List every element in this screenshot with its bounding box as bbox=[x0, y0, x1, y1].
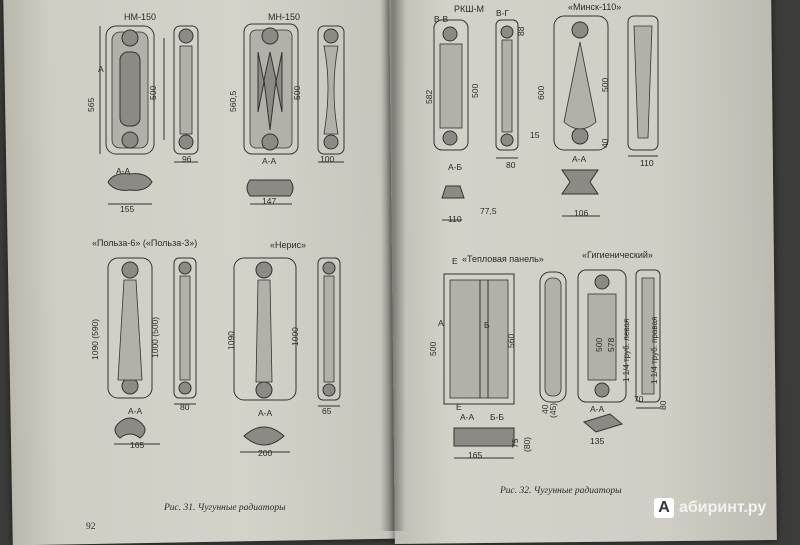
dim-height: 600 bbox=[536, 85, 546, 100]
radiator-neris-drawing bbox=[233, 257, 341, 453]
dim-top: 88 bbox=[516, 26, 526, 36]
pipe-label-right: 1 1/4 труб. правая bbox=[650, 316, 659, 384]
radiator-title: «Гигиенический» bbox=[582, 250, 653, 260]
dim-inner: 1000 bbox=[290, 327, 300, 346]
radiator-title: РКШ-М bbox=[454, 4, 484, 14]
dim-height: 500 bbox=[428, 341, 438, 356]
cut-label: Б bbox=[484, 320, 490, 330]
dim-width: 80 bbox=[506, 160, 516, 170]
cut-label: 15 bbox=[530, 130, 540, 140]
radiator-rksh-drawing bbox=[433, 19, 519, 221]
figure-caption: Рис. 31. Чугунные радиаторы bbox=[164, 503, 286, 513]
dim-inner: 560 bbox=[506, 333, 516, 348]
dim-lower: 40 bbox=[600, 138, 610, 148]
radiator-title: НМ-150 bbox=[124, 12, 157, 22]
cut-label: А-А bbox=[460, 412, 475, 422]
dim-inner: 578 bbox=[606, 337, 616, 352]
labirint-watermark: А абиринт.ру bbox=[654, 496, 790, 520]
dim-b-cut: 75 bbox=[510, 438, 520, 448]
dim-extra: 80 bbox=[658, 400, 668, 410]
radiator-panel-drawing bbox=[443, 273, 515, 459]
radiator-title: «Тепловая панель» bbox=[462, 254, 544, 264]
cut-label: Б-Б bbox=[490, 412, 504, 422]
radiator-polza-drawing bbox=[107, 257, 197, 445]
radiator-title: «Минск-110» bbox=[568, 2, 622, 12]
dim-base: 147 bbox=[262, 196, 277, 206]
dim-height: 1090 (590) bbox=[90, 318, 100, 360]
dim-height: 582 bbox=[424, 89, 434, 104]
figure-caption: Рис. 32. Чугунные радиаторы bbox=[500, 486, 622, 496]
dim-base: 165 bbox=[130, 440, 145, 450]
dim-height: 565 bbox=[86, 97, 96, 112]
dim-width: 80 bbox=[180, 402, 190, 412]
page-number: 92 bbox=[86, 522, 96, 532]
cut-label: А-А bbox=[572, 154, 587, 164]
radiator-title: «Польза-6» («Польза-3») bbox=[92, 238, 198, 248]
dim-b-cut2: (80) bbox=[522, 436, 532, 452]
dim-base: 155 bbox=[120, 204, 135, 214]
cut-label: В-В bbox=[434, 14, 449, 24]
dim-width: 100 bbox=[320, 154, 335, 164]
cut-label: Е bbox=[452, 256, 458, 266]
dim-inner: 1000 (500) bbox=[150, 316, 160, 358]
cut-label: А-А bbox=[116, 166, 131, 176]
dim-width: 96 bbox=[182, 154, 192, 164]
dim-base: 135 bbox=[590, 436, 605, 446]
radiator-gigien-drawing bbox=[539, 269, 661, 433]
dim-inner: 500 bbox=[600, 77, 610, 92]
book-gutter bbox=[380, 0, 406, 531]
radiator-title: МН-150 bbox=[268, 12, 301, 22]
cut-label: Е bbox=[456, 402, 462, 412]
dim-base: 165 bbox=[468, 450, 483, 460]
cut-label: В-Г bbox=[496, 8, 510, 18]
labirint-logo-icon: А bbox=[654, 498, 674, 518]
dim-width: 70 bbox=[634, 394, 644, 404]
dim-inner: 500 bbox=[292, 85, 302, 100]
dim-height: 560,5 bbox=[228, 90, 238, 112]
dim-height: 500 bbox=[594, 337, 604, 352]
radiator-nm150-drawing bbox=[99, 25, 199, 205]
dim-width: 110 bbox=[640, 158, 654, 168]
pipe-label-left: 1 1/4 труб. левая bbox=[622, 318, 631, 382]
radiator-mn150-drawing bbox=[243, 23, 345, 205]
dim-height: 1090 bbox=[226, 331, 236, 350]
dim-side: 77,5 bbox=[480, 206, 497, 216]
dim-base: 110 bbox=[448, 214, 462, 224]
cut-label: А-Б bbox=[448, 162, 463, 172]
radiator-title: «Нерис» bbox=[270, 240, 307, 250]
section-mark: A bbox=[98, 64, 104, 74]
cut-label: А bbox=[438, 318, 444, 328]
watermark-text: абиринт.ру bbox=[679, 499, 767, 516]
cut-label: А-А bbox=[258, 408, 273, 418]
radiator-minsk-drawing bbox=[553, 15, 659, 217]
cut-label: А-А bbox=[590, 404, 605, 414]
cut-label: А-А bbox=[262, 156, 277, 166]
dim-width: 65 bbox=[322, 406, 332, 416]
cut-label: А-А bbox=[128, 406, 143, 416]
dim-base: 200 bbox=[258, 448, 273, 458]
dim-base: 106 bbox=[574, 208, 589, 218]
dim-inner: 500 bbox=[470, 83, 480, 98]
dim-inner: 500 bbox=[148, 85, 158, 100]
